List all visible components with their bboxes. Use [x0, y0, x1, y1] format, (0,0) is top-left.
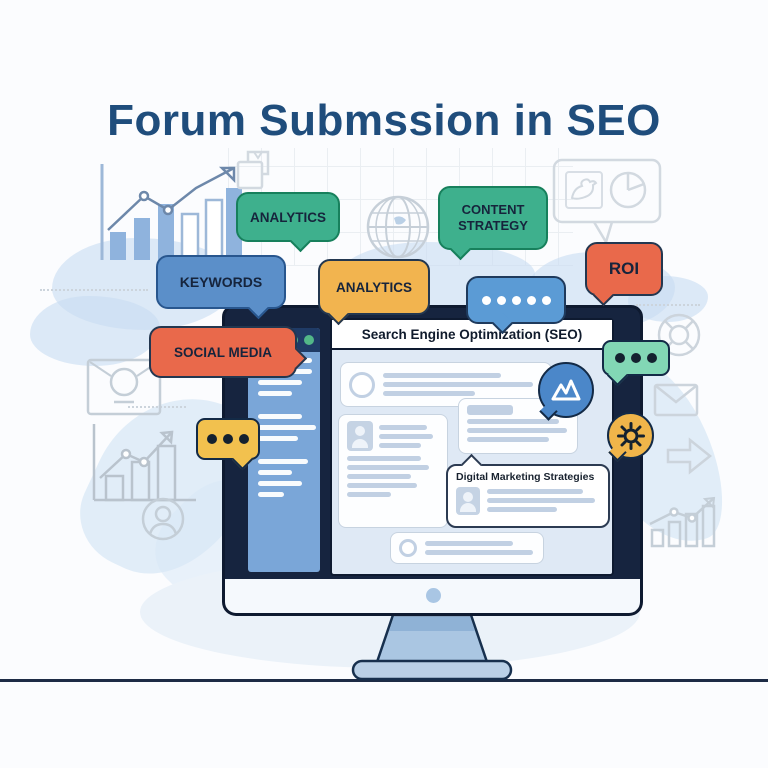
avatar — [399, 539, 417, 557]
bubble-label: ANALYTICS — [249, 209, 326, 225]
avatar — [456, 487, 480, 515]
ellipsis-dot — [511, 295, 521, 305]
bubble-typing-dots-mint — [602, 340, 670, 387]
dashed-line — [128, 406, 186, 408]
growth-bar-chart-icon — [100, 164, 242, 262]
ellipsis-dot — [541, 295, 551, 305]
arrow-right-icon — [666, 437, 713, 475]
letter-a-icon — [538, 362, 594, 421]
traffic-dot-green — [304, 335, 314, 345]
bubble-typing-dots-blue — [466, 276, 566, 335]
outline-growth-chart-icon — [92, 424, 196, 502]
ellipsis-dot — [631, 353, 641, 363]
bubble-content-strategy: CONTENT STRATEGY — [438, 186, 548, 261]
envelope-icon — [653, 383, 699, 417]
bubble-typing-dots-yellow — [196, 418, 260, 471]
gear-icon — [607, 412, 654, 462]
mini-growth-chart-icon — [649, 496, 716, 548]
monitor-stand — [351, 613, 513, 681]
dashed-line — [40, 289, 148, 291]
forum-topic-card: Digital Marketing Strategies — [446, 453, 610, 528]
dashed-line — [636, 304, 700, 306]
forum-post-row — [390, 532, 544, 564]
globe-icon — [366, 195, 430, 259]
bubble-label: CONTENT STRATEGY — [458, 201, 528, 233]
bubble-keywords: KEYWORDS — [156, 255, 286, 320]
ellipsis-dot — [615, 353, 625, 363]
bubble-label: ROI — [608, 259, 640, 278]
ellipsis-dot — [481, 295, 491, 305]
bubble-label: ANALYTICS — [335, 279, 412, 295]
bubble-label: KEYWORDS — [179, 274, 263, 290]
twitter-bird-icon — [565, 171, 603, 209]
camera-dot-icon — [425, 588, 441, 603]
avatar — [347, 421, 373, 451]
ellipsis-dot — [207, 434, 217, 444]
monitor-chin — [222, 579, 643, 616]
monitor-base — [351, 659, 513, 681]
page-title: Forum Submssion in SEO — [107, 96, 661, 145]
monitor: Search Engine Optimization (SEO) — [222, 305, 643, 616]
ellipsis-dot — [223, 434, 233, 444]
avatar — [349, 371, 375, 398]
world-map-blob — [30, 296, 160, 366]
bubble-analytics-top: ANALYTICS — [236, 192, 340, 253]
social-stats-bubble — [552, 158, 662, 246]
bubble-label: SOCIAL MEDIA — [173, 344, 272, 360]
ellipsis-dot — [526, 295, 536, 305]
browser-title-bar: Search Engine Optimization (SEO) — [332, 320, 612, 350]
ellipsis-dot — [647, 353, 657, 363]
bubble-roi: ROI — [585, 242, 663, 307]
bubble-analytics-mid: ANALYTICS — [318, 259, 430, 326]
ellipsis-dot — [496, 295, 506, 305]
forum-post-card — [338, 414, 448, 528]
forum-card-title: Digital Marketing Strategies — [456, 471, 595, 483]
bubble-social-media: SOCIAL MEDIA — [149, 326, 308, 378]
bookmark-icon — [236, 150, 270, 190]
user-icon — [141, 497, 185, 541]
ellipsis-dot — [239, 434, 249, 444]
browser-window: Search Engine Optimization (SEO) — [330, 318, 614, 576]
browser-content: Digital Marketing Strategies — [332, 350, 612, 575]
